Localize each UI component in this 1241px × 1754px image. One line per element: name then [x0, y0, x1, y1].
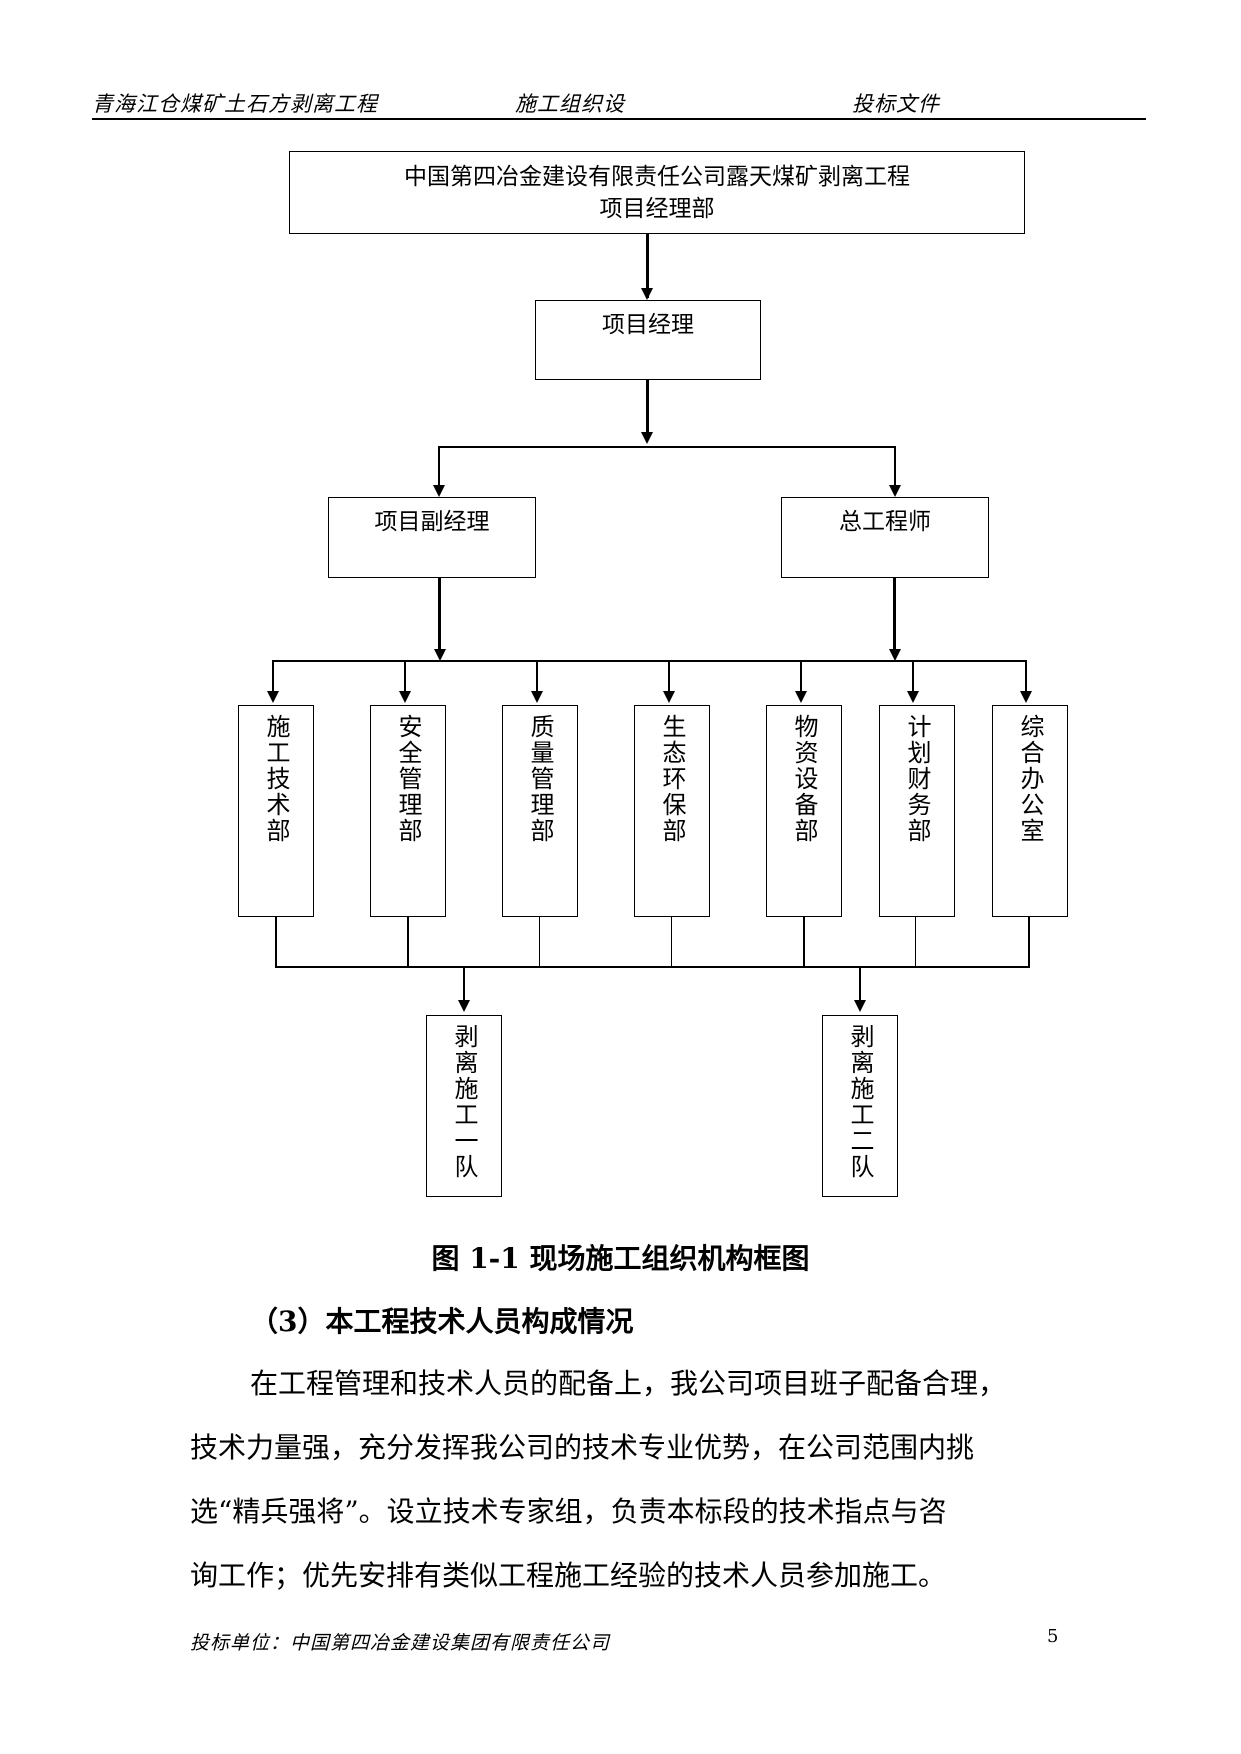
page-number: 5 — [1047, 1626, 1059, 1647]
header-project-title: 青海江仓煤矿土石方剥离工程 — [92, 92, 378, 116]
connector-line — [407, 917, 409, 968]
connector-line — [800, 660, 802, 693]
paragraph-line-text: 在工程管理和技术人员的配备上，我公司项目班子配备合理， — [250, 1367, 1007, 1400]
dept-box-finance: 计划财务部 — [879, 705, 955, 917]
connector-line — [438, 446, 896, 448]
dept-label: 安全管理部 — [394, 714, 422, 844]
connector-line — [536, 660, 538, 693]
paragraph-line: 询工作；优先安排有类似工程施工经验的技术人员参加施工。 — [190, 1559, 947, 1592]
arrow-down-icon — [531, 691, 543, 703]
arrow-down-icon — [641, 288, 653, 300]
arrow-down-icon — [907, 691, 919, 703]
arrow-down-icon — [641, 432, 653, 444]
connector-line — [912, 660, 914, 693]
arrow-down-icon — [854, 1000, 866, 1012]
team-label: 剥离施工二队 — [846, 1024, 874, 1180]
dept-box-construction-tech: 施工技术部 — [238, 705, 314, 917]
dept-box-office: 综合办公室 — [992, 705, 1068, 917]
arrow-down-icon — [1020, 691, 1032, 703]
team-box-1: 剥离施工一队 — [426, 1015, 502, 1197]
dept-label: 综合办公室 — [1016, 714, 1044, 844]
connector-line — [272, 660, 1027, 662]
dept-box-environment: 生态环保部 — [634, 705, 710, 917]
dept-box-quality: 质量管理部 — [502, 705, 578, 917]
paragraph-line: 选“精兵强将”。设立技术专家组，负责本标段的技术指点与咨 — [190, 1495, 947, 1528]
connector-line — [539, 917, 540, 968]
dept-box-safety: 安全管理部 — [370, 705, 446, 917]
org-manager-label: 项目经理 — [602, 312, 694, 338]
org-top-line1: 中国第四冶金建设有限责任公司露天煤矿剥离工程 — [404, 164, 910, 190]
org-deputy-label: 项目副经理 — [374, 509, 490, 535]
connector-line — [894, 446, 896, 494]
dept-label: 质量管理部 — [526, 714, 554, 844]
connector-line — [893, 578, 896, 657]
arrow-down-icon — [889, 485, 901, 497]
header-rule — [92, 118, 1146, 120]
connector-line — [646, 234, 649, 298]
connector-line — [275, 966, 1030, 968]
connector-line — [272, 660, 274, 693]
team-box-2: 剥离施工二队 — [822, 1015, 898, 1197]
header-doc-type: 投标文件 — [852, 92, 940, 116]
arrow-down-icon — [795, 691, 807, 703]
connector-line — [859, 966, 861, 1003]
arrow-down-icon — [434, 649, 446, 661]
dept-label: 物资设备部 — [790, 714, 818, 844]
connector-line — [438, 578, 441, 657]
org-top-line2: 项目经理部 — [599, 196, 715, 222]
arrow-down-icon — [267, 691, 279, 703]
section-heading: （3）本工程技术人员构成情况 — [250, 1305, 634, 1338]
arrow-down-icon — [458, 1000, 470, 1012]
paragraph-line: 在工程管理和技术人员的配备上，我公司项目班子配备合理， — [190, 1352, 1070, 1416]
org-manager-box: 项目经理 — [535, 300, 761, 380]
connector-line — [803, 917, 805, 968]
org-chief-label: 总工程师 — [839, 509, 931, 535]
connector-line — [668, 660, 670, 693]
arrow-down-icon — [433, 485, 445, 497]
header-section-title: 施工组织设 — [515, 92, 625, 116]
dept-box-materials: 物资设备部 — [766, 705, 842, 917]
connector-line — [671, 917, 672, 968]
org-chief-box: 总工程师 — [781, 497, 989, 578]
connector-line — [438, 446, 440, 494]
team-label: 剥离施工一队 — [450, 1024, 478, 1180]
connector-line — [463, 966, 465, 1003]
connector-line — [1028, 917, 1030, 968]
connector-line — [404, 660, 406, 693]
connector-line — [275, 917, 277, 968]
dept-label: 生态环保部 — [658, 714, 686, 844]
paragraph-line: 技术力量强，充分发挥我公司的技术专业优势，在公司范围内挑 — [190, 1431, 975, 1464]
connector-line — [1025, 660, 1027, 693]
dept-label: 施工技术部 — [262, 714, 290, 844]
footer-bidder: 投标单位：中国第四冶金建设集团有限责任公司 — [190, 1632, 611, 1654]
dept-label: 计划财务部 — [903, 714, 931, 844]
body-paragraph: 在工程管理和技术人员的配备上，我公司项目班子配备合理， 技术力量强，充分发挥我公… — [190, 1352, 1070, 1608]
org-top-box: 中国第四冶金建设有限责任公司露天煤矿剥离工程 项目经理部 — [289, 151, 1025, 234]
connector-line — [915, 917, 916, 968]
arrow-down-icon — [889, 649, 901, 661]
org-deputy-box: 项目副经理 — [328, 497, 536, 578]
figure-caption: 图 1-1 现场施工组织机构框图 — [431, 1242, 810, 1275]
connector-line — [646, 380, 649, 437]
arrow-down-icon — [399, 691, 411, 703]
arrow-down-icon — [663, 691, 675, 703]
